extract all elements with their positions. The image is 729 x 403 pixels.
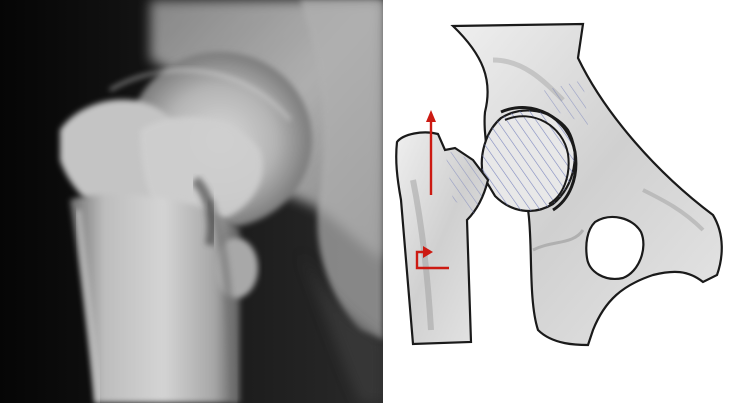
obturator-foramen	[586, 217, 643, 279]
illustration-image	[383, 0, 729, 403]
xray-image	[0, 0, 383, 403]
hip-xray-radiograph	[0, 0, 383, 403]
hip-fracture-illustration	[383, 0, 729, 403]
